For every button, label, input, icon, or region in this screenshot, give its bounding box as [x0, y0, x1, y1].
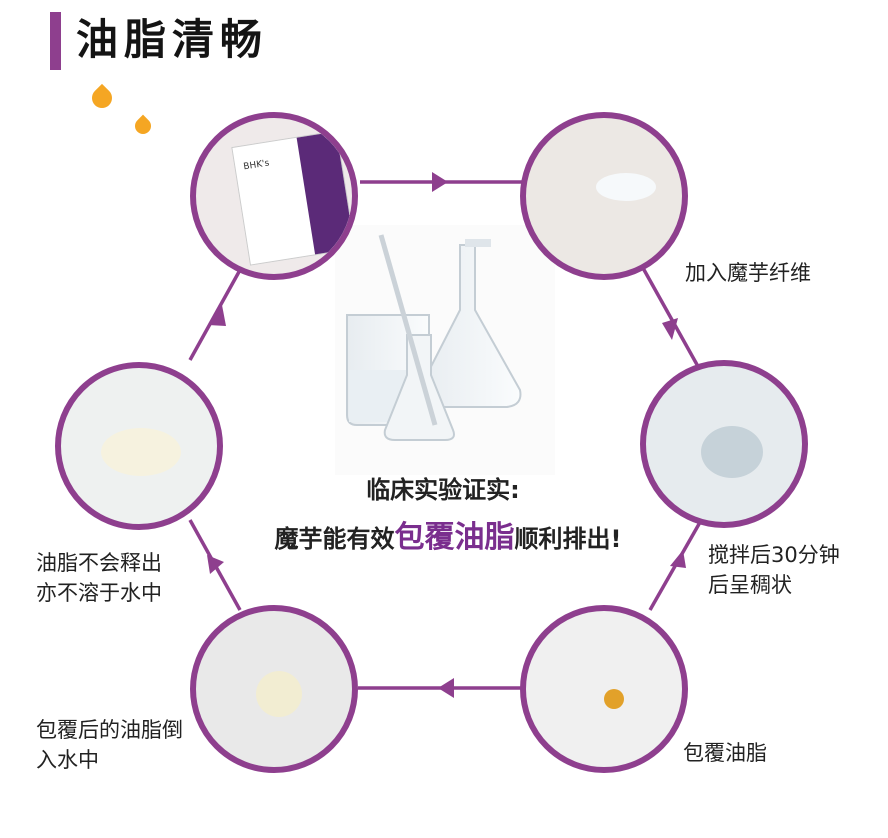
step-no-release-image — [55, 362, 223, 530]
product-brand: BHK's — [242, 158, 271, 173]
page-title: 油脂清畅 — [76, 15, 269, 64]
clinical-test-title: 临床实验证实: — [366, 476, 520, 504]
lab-glassware-image — [335, 225, 555, 475]
step-add-konjac-image — [520, 112, 688, 280]
step-pour-water-image — [190, 605, 358, 773]
step-label: 加入魔芋纤维 — [685, 261, 811, 285]
step-label: 包覆后的油脂倒入水中 — [36, 718, 183, 772]
product-package: BHK's — [231, 130, 352, 266]
step-coat-oil-image — [520, 605, 688, 773]
step-label: 包覆油脂 — [683, 741, 767, 765]
title-accent-bar — [50, 12, 61, 70]
step-label: 油脂不会释出亦不溶于水中 — [36, 551, 162, 605]
clinical-test-claim: 魔芋能有效包覆油脂顺利排出! — [274, 520, 622, 555]
step-stir-image — [640, 360, 808, 528]
bhk-product-image: BHK's — [190, 112, 358, 280]
step-label: 搅拌后30分钟后呈稠状 — [708, 543, 840, 597]
